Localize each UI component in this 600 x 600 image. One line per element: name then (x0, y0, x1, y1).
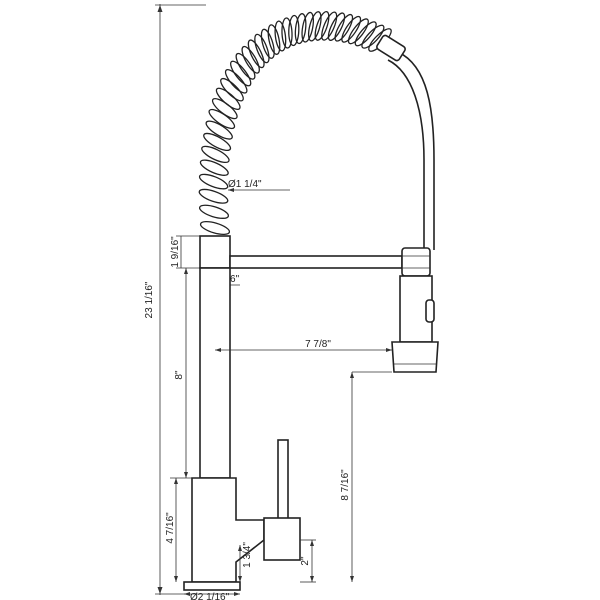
spring-coil (235, 52, 256, 80)
spring-coil (241, 45, 260, 74)
spray-head (391, 247, 439, 373)
spring-coil (198, 188, 229, 204)
lever-height-label: 2" (300, 556, 311, 566)
faucet-body (199, 267, 231, 479)
spring-coil (341, 15, 362, 43)
spring-coil (347, 18, 369, 45)
spring-coil (203, 132, 232, 152)
spring-coil (205, 120, 233, 140)
spring-coil (198, 173, 229, 190)
spring-coil (224, 68, 248, 94)
spout-reach-dimension: 7 7/8" (215, 339, 392, 352)
spring-coil (294, 13, 307, 45)
spring-coil (267, 24, 281, 55)
spout-arm (229, 255, 403, 269)
spring-coil (301, 11, 315, 43)
spring-coil (361, 24, 385, 49)
spring-diameter-callout: Ø1 1/4" (228, 179, 290, 192)
spout-clearance-label: 8 7/16" (340, 469, 351, 501)
spring-coil (199, 159, 229, 176)
total-height-dimension: 23 1/16" (144, 4, 206, 595)
coil-spring (198, 10, 392, 236)
hose-end-cap (376, 34, 406, 62)
spring-coil (307, 11, 322, 42)
spring-coil (334, 13, 354, 42)
spring-coil (260, 28, 275, 59)
base-width-dimension: Ø2 1/16" (184, 592, 240, 600)
spout-clearance-dimension: 8 7/16" (340, 371, 392, 582)
spring-coil (321, 11, 338, 41)
spring-coil (247, 39, 265, 69)
handle-offset-dimension: 1 3/4" (238, 542, 253, 582)
spring-coil (199, 220, 231, 236)
spring-coil (230, 60, 252, 87)
spring-coil (254, 33, 270, 64)
handle-offset-label: 1 3/4" (242, 542, 253, 568)
handle-hub (263, 517, 301, 561)
collar-height-label: 1 9/16" (170, 236, 181, 268)
spring-coil (354, 21, 377, 47)
body-height-label: 8" (174, 370, 185, 380)
spout-reach-label: 7 7/8" (305, 339, 331, 350)
base-width-label: Ø2 1/16" (190, 592, 230, 600)
spring-coil (220, 77, 244, 102)
faucet-base (191, 477, 265, 583)
base-height-label: 4 7/16" (165, 512, 176, 544)
spray-hose (387, 59, 425, 250)
spring-coil (288, 14, 300, 47)
spring-diameter-label: Ø1 1/4" (228, 179, 262, 190)
spring-coil (327, 12, 346, 41)
body-height-dimension: 8" (174, 268, 188, 478)
spring-coil (314, 10, 330, 41)
collar-height-dimension: 1 9/16" (170, 235, 200, 269)
spray-button (425, 299, 435, 323)
handle-lever (277, 439, 289, 521)
collar (199, 235, 231, 269)
spring-coil (281, 17, 293, 49)
spring-coil (215, 87, 241, 110)
spring-coil (208, 108, 236, 130)
spring-coil (201, 145, 230, 164)
mounting-plate (183, 581, 241, 591)
lever-height-dimension: 2" (300, 539, 316, 583)
spring-coil (198, 204, 230, 219)
spray-hose-inner (397, 51, 435, 250)
total-height-label: 23 1/16" (144, 281, 155, 318)
spring-coil (274, 20, 287, 52)
